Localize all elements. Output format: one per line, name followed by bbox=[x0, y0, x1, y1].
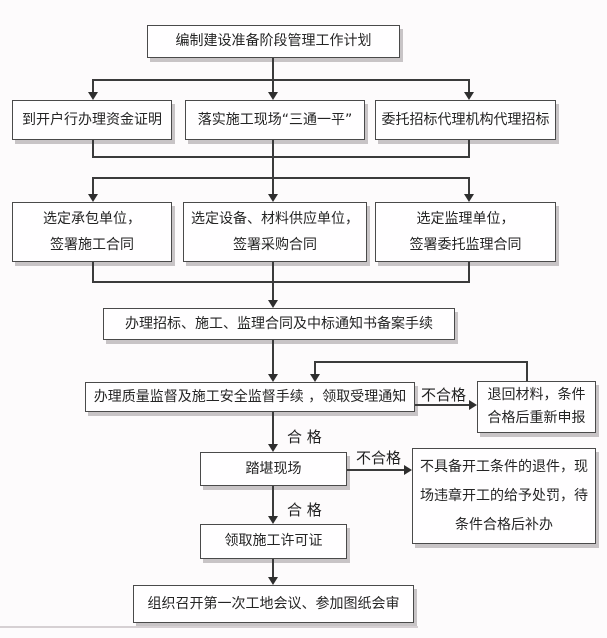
edge-to-meeting-line bbox=[272, 559, 274, 578]
arrowhead-to-permit bbox=[268, 516, 278, 524]
edge-site-down-line bbox=[272, 140, 274, 156]
node-reject-handling-line1: 不具备开工条件的退件，现 bbox=[420, 458, 588, 475]
edge-supervision-down-line bbox=[468, 262, 470, 281]
node-supplier-line1: 选定设备、材料供应单位， bbox=[191, 210, 359, 227]
edge-to-supplier-line bbox=[272, 177, 274, 194]
arrowhead-to-survey bbox=[268, 444, 278, 452]
edge-to-supervision-line bbox=[468, 177, 470, 194]
node-filing-label: 办理招标、施工、监理合同及中标通知书备案手续 bbox=[125, 315, 433, 332]
node-filing: 办理招标、施工、监理合同及中标通知书备案手续 bbox=[103, 308, 455, 340]
edge-plan-split-bus bbox=[92, 79, 470, 81]
node-return-materials: 退回材料，条件 合格后重新申报 bbox=[477, 381, 596, 433]
arrowhead-to-supervision bbox=[464, 194, 474, 202]
edge-return-reentry-line bbox=[314, 361, 316, 374]
label-quality-fail: 不合格 bbox=[421, 386, 467, 404]
edge-row2-merge-line bbox=[272, 156, 274, 177]
edge-survey-fail-line bbox=[347, 469, 404, 471]
node-contractor: 选定承包单位， 签署施工合同 bbox=[12, 202, 172, 262]
edge-to-site-line bbox=[272, 79, 274, 92]
node-site-prep: 落实施工现场“三通一平” bbox=[185, 100, 365, 140]
node-reject-handling-line2: 场违章开工的给予处罚，待 bbox=[420, 487, 588, 504]
edge-to-filing-line bbox=[272, 281, 274, 300]
arrowhead-to-quality bbox=[268, 374, 278, 382]
arrowhead-survey-fail bbox=[404, 465, 412, 475]
node-quality-check: 办理质量监督及施工安全监督手续 ，领取受理通知 bbox=[85, 382, 415, 412]
node-supplier-line2: 签署采购合同 bbox=[233, 237, 317, 253]
node-quality-check-label: 办理质量监督及施工安全监督手续 ，领取受理通知 bbox=[93, 388, 407, 405]
node-supervision-line1: 选定监理单位， bbox=[416, 210, 515, 227]
node-first-meeting-label: 组织召开第一次工地会议、参加图纸会审 bbox=[147, 595, 400, 612]
edge-to-agency-line bbox=[468, 79, 470, 92]
arrowhead-to-site bbox=[268, 92, 278, 100]
node-permit: 领取施工许可证 bbox=[200, 524, 347, 559]
edge-to-fund-line bbox=[92, 79, 94, 92]
label-survey-pass: 合 格 bbox=[287, 501, 322, 519]
edge-quality-fail-line bbox=[415, 404, 469, 406]
arrowhead-quality-fail bbox=[469, 400, 477, 410]
edge-return-up-line bbox=[526, 361, 528, 381]
node-contractor-line2: 签署施工合同 bbox=[50, 237, 134, 253]
node-site-survey-label: 踏堪现场 bbox=[245, 460, 302, 477]
edge-to-permit-line bbox=[272, 486, 274, 517]
node-reject-handling: 不具备开工条件的退件，现 场违章开工的给予处罚，待 条件合格后补办 bbox=[412, 448, 596, 544]
node-site-survey: 踏堪现场 bbox=[200, 452, 347, 486]
node-supplier: 选定设备、材料供应单位， 签署采购合同 bbox=[183, 202, 367, 262]
edge-supplier-down-line bbox=[272, 262, 274, 281]
edge-fund-down-line bbox=[92, 140, 94, 156]
node-fund-cert: 到开户行办理资金证明 bbox=[12, 100, 172, 140]
arrowhead-to-filing bbox=[268, 300, 278, 308]
node-return-materials-line1: 退回材料，条件 bbox=[487, 387, 586, 403]
edge-to-survey-line bbox=[272, 412, 274, 445]
arrowhead-to-supplier bbox=[268, 194, 278, 202]
arrowhead-to-fund bbox=[88, 92, 98, 100]
bottom-divider bbox=[0, 626, 418, 628]
node-fund-cert-label: 到开户行办理资金证明 bbox=[22, 111, 162, 128]
edge-plan-stem-line bbox=[272, 58, 274, 79]
node-permit-label: 领取施工许可证 bbox=[224, 533, 323, 550]
node-plan-label: 编制建设准备阶段管理工作计划 bbox=[175, 33, 372, 50]
node-first-meeting: 组织召开第一次工地会议、参加图纸会审 bbox=[133, 585, 414, 623]
edge-row3-split-bus bbox=[92, 177, 470, 179]
arrowhead-to-agency bbox=[464, 92, 474, 100]
node-reject-handling-line3: 条件合格后补办 bbox=[455, 516, 553, 533]
edge-row3-collector-bus bbox=[92, 281, 470, 283]
node-supervision-line2: 签署委托监理合同 bbox=[409, 237, 522, 253]
node-bid-agency-label: 委托招标代理机构代理招标 bbox=[381, 111, 550, 128]
arrowhead-to-meeting bbox=[268, 577, 278, 585]
node-contractor-line1: 选定承包单位， bbox=[43, 210, 141, 227]
edge-to-contractor-line bbox=[92, 177, 94, 194]
node-supervision: 选定监理单位， 签署委托监理合同 bbox=[375, 202, 556, 262]
arrowhead-to-contractor bbox=[88, 194, 98, 202]
edge-return-feedback-bus bbox=[314, 361, 528, 363]
edge-contractor-down-line bbox=[92, 262, 94, 281]
node-bid-agency: 委托招标代理机构代理招标 bbox=[375, 100, 556, 140]
node-site-prep-label: 落实施工现场“三通一平” bbox=[197, 111, 353, 128]
label-quality-pass: 合 格 bbox=[287, 428, 322, 446]
arrowhead-return-reentry bbox=[310, 374, 320, 382]
edge-agency-down-line bbox=[468, 140, 470, 156]
label-survey-fail: 不合格 bbox=[356, 449, 402, 467]
edge-to-quality-line bbox=[272, 340, 274, 374]
edge-row2-collector-bus bbox=[92, 156, 470, 158]
node-plan: 编制建设准备阶段管理工作计划 bbox=[147, 25, 400, 58]
node-return-materials-line2: 合格后重新申报 bbox=[487, 410, 586, 426]
